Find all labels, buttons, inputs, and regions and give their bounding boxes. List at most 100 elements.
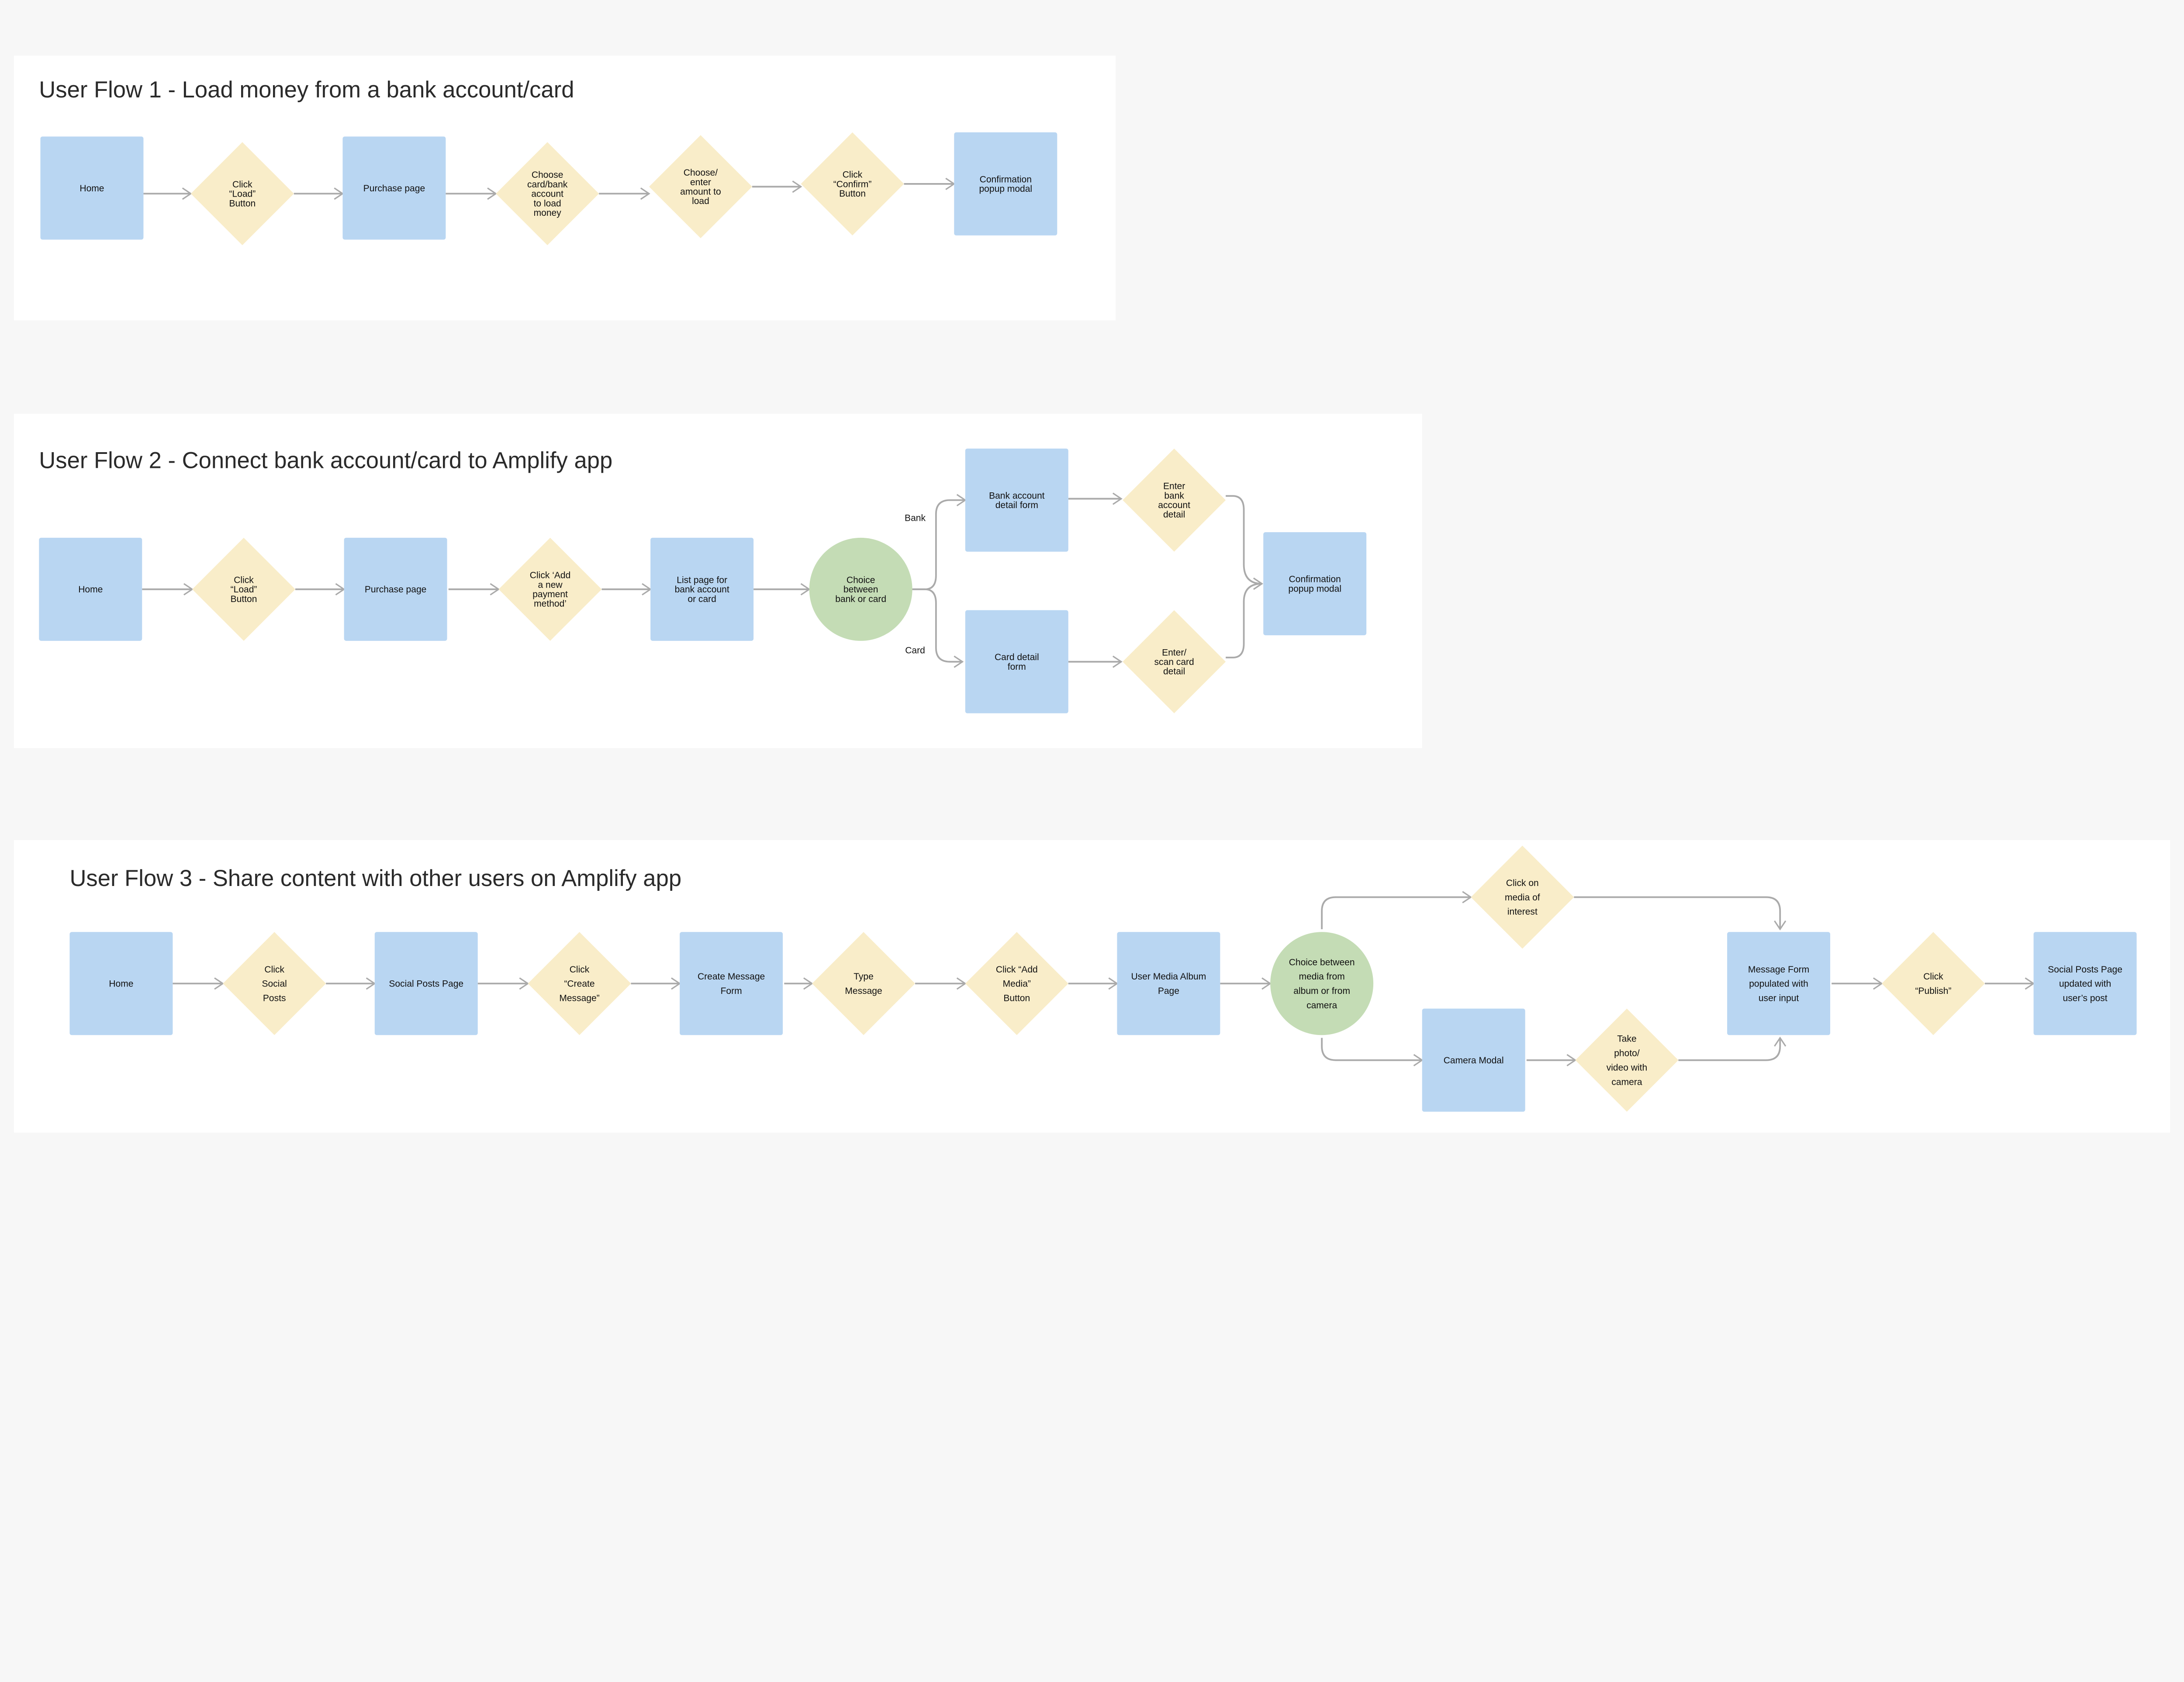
page-node-shape bbox=[1727, 932, 1831, 1035]
node-label: Home bbox=[79, 183, 104, 194]
node-label: Button bbox=[839, 189, 866, 199]
node-label: media of bbox=[1505, 893, 1540, 903]
node-label: Enter bbox=[1163, 481, 1185, 491]
page-node-shape bbox=[69, 932, 173, 1035]
node-label: camera bbox=[1611, 1077, 1642, 1087]
page-node-shape bbox=[954, 132, 1057, 235]
node-label: Enter/ bbox=[1162, 647, 1186, 658]
node-label: payment bbox=[532, 589, 568, 599]
node-label: Type bbox=[854, 972, 874, 982]
node-label: “Confirm” bbox=[833, 179, 872, 189]
node-label: popup modal bbox=[979, 184, 1032, 194]
action-node-shape bbox=[190, 142, 294, 246]
node-label: video with bbox=[1607, 1062, 1648, 1073]
flow-1-title: User Flow 1 - Load money from a bank acc… bbox=[39, 77, 574, 103]
node-label: User Media Album bbox=[1131, 972, 1206, 982]
node-label: camera bbox=[1306, 1000, 1337, 1011]
edge-label-bank: Bank bbox=[905, 513, 926, 523]
node-label: Click on bbox=[1506, 878, 1539, 888]
f1-home-node: Home bbox=[40, 136, 144, 240]
node-label: Choice between bbox=[1289, 957, 1355, 967]
page-node-shape bbox=[650, 537, 754, 641]
page-node-shape bbox=[344, 537, 447, 641]
flow-arrow bbox=[1226, 578, 1263, 659]
node-label: Button bbox=[1003, 993, 1030, 1003]
node-label: bank account bbox=[675, 585, 729, 595]
node-label: scan card bbox=[1154, 657, 1194, 667]
node-label: Message bbox=[845, 986, 882, 996]
flow-arrow bbox=[1678, 1036, 1787, 1061]
node-label: media from bbox=[1299, 972, 1345, 982]
page-node-shape bbox=[342, 136, 446, 240]
node-label: Card detail bbox=[995, 652, 1039, 662]
page-node-shape bbox=[965, 448, 1068, 552]
node-label: interest bbox=[1507, 907, 1538, 917]
node-label: Message” bbox=[559, 993, 599, 1003]
node-label: Home bbox=[109, 979, 133, 989]
node-label: “Load” bbox=[229, 189, 256, 199]
flow-3-title: User Flow 3 - Share content with other u… bbox=[69, 865, 681, 891]
f1-click-confirm-node: Click“Confirm”Button bbox=[801, 132, 904, 235]
node-label: Confirmation bbox=[1289, 575, 1341, 585]
node-label: Create Message bbox=[698, 972, 765, 982]
node-label: form bbox=[1008, 662, 1026, 672]
node-label: photo/ bbox=[1614, 1049, 1640, 1059]
node-label: Choose/ bbox=[684, 168, 718, 178]
page-node-shape bbox=[1263, 532, 1367, 636]
node-label: or card bbox=[688, 594, 716, 604]
node-label: Click bbox=[1923, 972, 1943, 982]
node-label: “Publish” bbox=[1915, 986, 1952, 996]
node-label: “Load” bbox=[231, 585, 257, 595]
action-node-shape bbox=[649, 135, 752, 239]
node-label: Click bbox=[570, 965, 590, 975]
node-label: Purchase page bbox=[363, 183, 425, 194]
node-label: Click bbox=[234, 575, 254, 585]
node-label: method’ bbox=[534, 599, 567, 609]
node-label: album or from bbox=[1293, 986, 1350, 996]
flow-arrow bbox=[1574, 896, 1787, 931]
user-flow-canvas: User Flow 1 - Load money from a bank acc… bbox=[39, 77, 2137, 1112]
node-label: Social bbox=[262, 979, 287, 989]
f2-click-load-node: Click“Load”Button bbox=[192, 537, 296, 641]
node-label: Media” bbox=[1003, 979, 1031, 989]
node-label: Confirmation bbox=[980, 174, 1032, 184]
node-label: detail form bbox=[995, 500, 1038, 510]
node-label: Form bbox=[721, 986, 742, 996]
edge-label-card: Card bbox=[905, 646, 925, 656]
node-label: Button bbox=[229, 198, 256, 208]
node-label: to load bbox=[534, 198, 561, 208]
node-label: Message Form bbox=[1748, 965, 1809, 975]
flow-arrow bbox=[1321, 891, 1472, 929]
node-label: Choose bbox=[532, 170, 563, 180]
f3-choice-node: Choice between media from album or from cam… bbox=[1270, 932, 1374, 1035]
node-label: user’s post bbox=[2063, 993, 2108, 1003]
node-label: Social Posts Page bbox=[389, 979, 463, 989]
node-label: card/bank bbox=[527, 180, 568, 190]
f3-social-posts-node: Social Posts Page bbox=[374, 932, 478, 1035]
flow-arrow bbox=[1321, 1038, 1424, 1066]
node-label: Posts bbox=[263, 993, 286, 1003]
flow-arrow bbox=[912, 588, 964, 668]
node-label: user input bbox=[1759, 993, 1799, 1003]
action-node-shape bbox=[801, 132, 904, 235]
node-label: load bbox=[692, 196, 709, 206]
page-node-shape bbox=[1117, 932, 1220, 1035]
page-node-shape bbox=[39, 537, 142, 641]
node-label: Click “Add bbox=[996, 965, 1038, 975]
f3-camera-modal-node: Camera Modal bbox=[1422, 1008, 1525, 1112]
node-label: a new bbox=[538, 580, 563, 590]
node-label: bank bbox=[1164, 491, 1184, 501]
node-label: “Create bbox=[564, 979, 594, 989]
f1-purchase-node: Purchase page bbox=[342, 136, 446, 240]
edges-layer bbox=[142, 177, 2035, 1066]
node-label: Click bbox=[264, 965, 284, 975]
node-label: Purchase page bbox=[365, 585, 426, 595]
f3-home-node: Home bbox=[69, 932, 173, 1035]
